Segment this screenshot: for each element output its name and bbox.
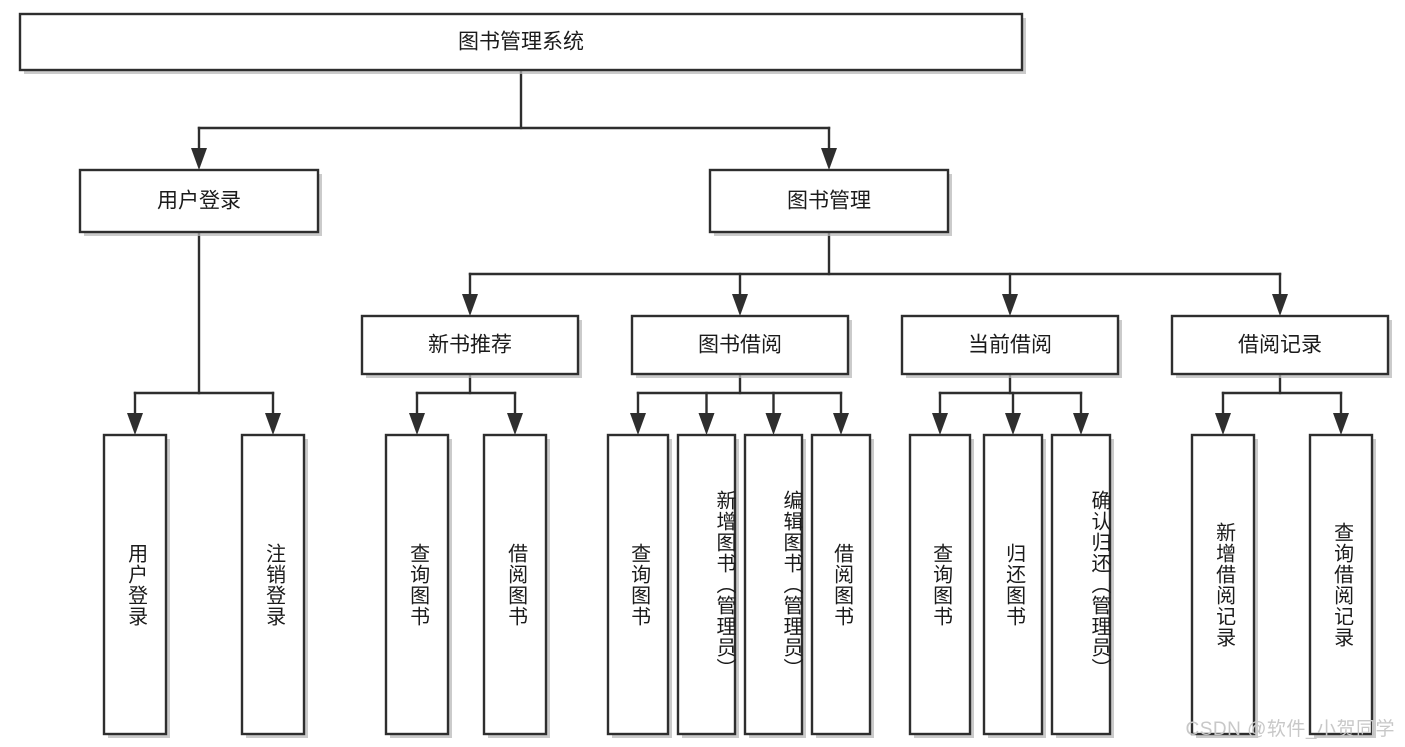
node-box[interactable] (810, 433, 872, 736)
node-l3-0[interactable]: 新书推荐 (360, 314, 582, 378)
node-root[interactable]: 图书管理系统 (18, 12, 1026, 74)
node-label: 图书管理系统 (458, 31, 584, 54)
node-leaf-4-1[interactable] (1308, 433, 1376, 738)
edge-group-l2-0 (127, 230, 281, 435)
node-box[interactable] (78, 168, 320, 234)
node-leaf-2-2[interactable] (743, 433, 806, 738)
node-box[interactable] (240, 433, 306, 736)
node-box[interactable] (360, 314, 580, 376)
node-leaf-2-0[interactable] (606, 433, 672, 738)
node-box[interactable] (630, 314, 850, 376)
node-leaf-0-1[interactable] (240, 433, 308, 738)
node-leaf-0-0[interactable] (102, 433, 170, 738)
node-label: 借阅记录 (1238, 334, 1322, 357)
edge-group-l3-3 (1215, 372, 1349, 435)
node-box[interactable] (1170, 314, 1390, 376)
node-leaf-2-3[interactable] (810, 433, 874, 738)
node-leaf-1-0[interactable] (384, 433, 452, 738)
node-box[interactable] (676, 433, 737, 736)
node-box[interactable] (1050, 433, 1112, 736)
node-box[interactable] (102, 433, 168, 736)
watermark: CSDN @软件_小贺同学 (1185, 719, 1395, 740)
node-box[interactable] (482, 433, 548, 736)
node-l3-2[interactable]: 当前借阅 (900, 314, 1122, 378)
node-box[interactable] (384, 433, 450, 736)
node-leaf-3-1[interactable] (982, 433, 1046, 738)
node-label: 当前借阅 (968, 334, 1052, 357)
node-leaf-4-0[interactable] (1190, 433, 1258, 738)
edge-group-l3-2 (932, 372, 1089, 435)
node-box[interactable] (18, 12, 1024, 72)
node-box[interactable] (1308, 433, 1374, 736)
node-box[interactable] (908, 433, 972, 736)
node-label: 新书推荐 (428, 334, 512, 357)
edge-group-root (191, 68, 837, 170)
node-label: 图书管理 (787, 190, 871, 213)
node-leaf-3-2[interactable] (1050, 433, 1114, 738)
node-box[interactable] (900, 314, 1120, 376)
node-leaf-1-1[interactable] (482, 433, 550, 738)
node-label: 图书借阅 (698, 334, 782, 357)
node-label: 用户登录 (157, 190, 241, 213)
edge-group-l3-0 (409, 372, 523, 435)
edge-group-l2-1 (462, 230, 1288, 316)
node-box[interactable] (1190, 433, 1256, 736)
node-box[interactable] (743, 433, 804, 736)
node-l3-3[interactable]: 借阅记录 (1170, 314, 1392, 378)
node-box[interactable] (708, 168, 950, 234)
node-box[interactable] (982, 433, 1044, 736)
node-l2-0[interactable]: 用户登录 (78, 168, 322, 236)
node-leaf-3-0[interactable] (908, 433, 974, 738)
edge-group-l3-1 (630, 372, 849, 435)
node-box[interactable] (606, 433, 670, 736)
node-leaf-2-1[interactable] (676, 433, 739, 738)
node-l2-1[interactable]: 图书管理 (708, 168, 952, 236)
node-l3-1[interactable]: 图书借阅 (630, 314, 852, 378)
